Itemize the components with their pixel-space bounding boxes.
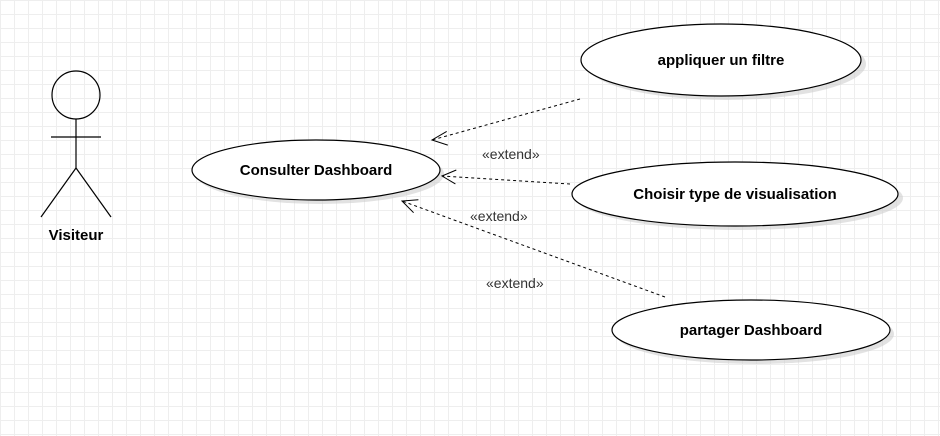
usecase-partager-dashboard-label: partager Dashboard [680,322,823,339]
extend-arrowhead-partager [400,199,419,214]
usecase-appliquer-filtre[interactable]: appliquer un filtre [580,23,866,100]
usecase-appliquer-filtre-label: appliquer un filtre [658,52,785,69]
extend-line-filtre [431,98,581,141]
usecase-choisir-visualisation[interactable]: Choisir type de visualisation [571,161,903,230]
actor-label: Visiteur [49,227,104,244]
extend-line-visualisation [441,175,571,185]
extend-arrowhead-visualisation [440,169,457,185]
extend-relation-visualisation[interactable] [440,169,571,185]
extend-relation-partager[interactable] [400,199,666,298]
actor-right-leg [75,167,112,218]
usecase-partager-dashboard[interactable]: partager Dashboard [611,299,894,364]
extend-relation-filtre[interactable] [430,98,581,146]
extend-arrowhead-filtre [430,130,448,146]
extend-label-3: «extend» [486,275,544,291]
actor-visiteur[interactable]: Visiteur [40,70,112,244]
actor-head [51,70,101,120]
usecase-consulter-dashboard-label: Consulter Dashboard [240,162,393,179]
extend-line-partager [401,200,666,298]
usecase-choisir-visualisation-label: Choisir type de visualisation [633,186,836,203]
actor-left-leg [40,167,77,218]
usecase-consulter-dashboard[interactable]: Consulter Dashboard [191,139,444,204]
extend-label-1: «extend» [482,146,540,162]
extend-label-2: «extend» [470,208,528,224]
